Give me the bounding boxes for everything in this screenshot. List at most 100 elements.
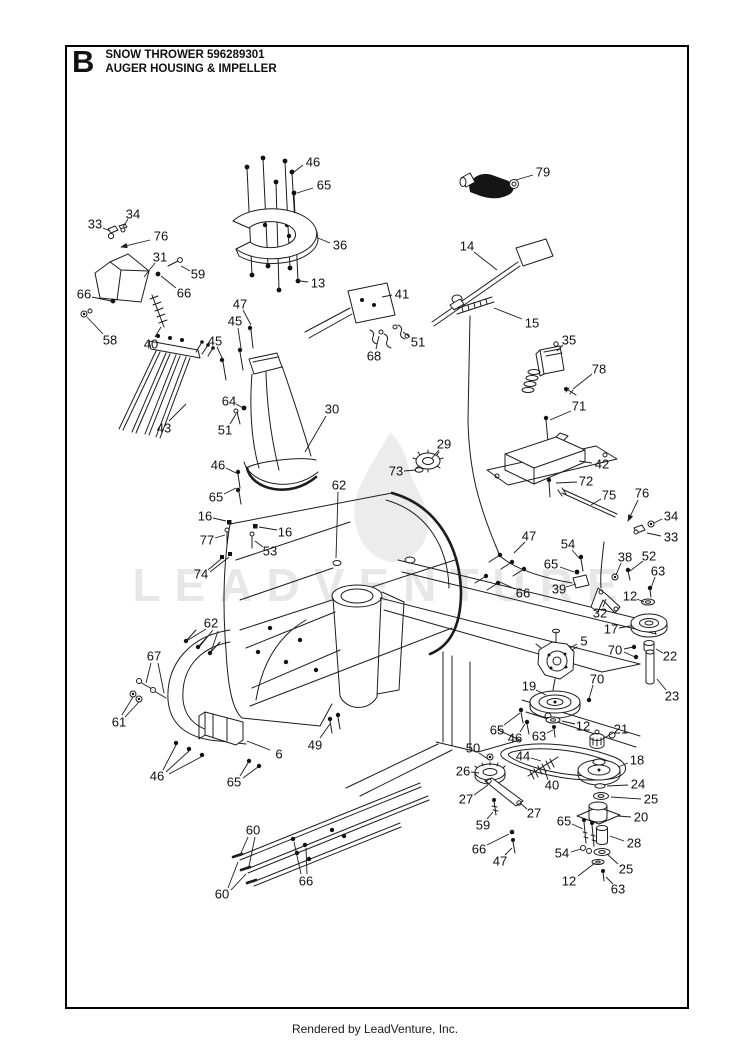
part-label-6: 6 — [275, 747, 282, 762]
header: B SNOW THROWER 596289301 AUGER HOUSING &… — [72, 44, 277, 79]
part-label-33: 33 — [664, 530, 678, 545]
part-label-12: 12 — [623, 589, 637, 604]
leader-line-36 — [317, 237, 331, 244]
leader-line-79 — [515, 174, 534, 181]
leader-line-45 — [237, 327, 242, 349]
leader-line-76 — [120, 239, 151, 249]
part-label-59: 59 — [476, 818, 490, 833]
part-label-63: 63 — [532, 729, 546, 744]
part-label-40: 40 — [144, 337, 158, 352]
leader-line-25 — [606, 853, 619, 865]
leader-line-70 — [588, 684, 594, 700]
leader-line-51 — [229, 413, 237, 425]
leader-line-24 — [606, 784, 629, 787]
part-label-51: 51 — [411, 335, 425, 350]
part-label-29: 29 — [437, 437, 451, 452]
leader-line-25 — [610, 796, 642, 800]
part-label-35: 35 — [562, 333, 576, 348]
leader-line-73 — [403, 469, 417, 472]
part-label-15: 15 — [525, 316, 539, 331]
leader-line-65 — [559, 566, 575, 573]
title-line2: AUGER HOUSING & IMPELLER — [105, 62, 277, 75]
leader-line-65 — [223, 487, 237, 495]
leader-line-34 — [653, 518, 663, 524]
part-label-54: 54 — [555, 846, 569, 861]
leader-line-20 — [617, 815, 632, 818]
part-label-34: 34 — [126, 207, 140, 222]
part-label-43: 43 — [157, 421, 171, 436]
section-letter: B — [72, 44, 95, 79]
leader-line-75 — [590, 498, 602, 506]
part-label-21: 21 — [614, 722, 628, 737]
leader-line-65 — [296, 187, 314, 194]
leader-line-16 — [212, 517, 227, 522]
leader-line-66 — [91, 296, 112, 302]
part-label-13: 13 — [311, 276, 325, 291]
leader-line-22 — [655, 648, 664, 654]
part-label-32: 32 — [593, 606, 607, 621]
part-label-31: 31 — [153, 250, 167, 265]
leader-line-64 — [235, 403, 244, 409]
leader-line-28 — [609, 835, 625, 842]
diagram-shapes — [80, 155, 668, 887]
part-label-5: 5 — [580, 634, 587, 649]
leader-line-58 — [86, 316, 104, 335]
leader-line-59 — [180, 265, 191, 272]
leader-line-34 — [122, 218, 129, 228]
part-label-39: 39 — [552, 582, 566, 597]
leader-line-51 — [402, 331, 411, 338]
leader-line-66 — [160, 275, 177, 289]
part-label-45: 45 — [228, 314, 242, 329]
leader-line-12 — [577, 862, 596, 877]
leader-line-18 — [617, 762, 629, 768]
leader-line-17 — [618, 625, 631, 629]
part-label-63: 63 — [651, 564, 665, 579]
leader-line-40 — [544, 770, 549, 781]
impeller-ring-shape — [232, 155, 319, 293]
part-label-42: 42 — [595, 457, 609, 472]
part-label-62: 62 — [332, 478, 346, 493]
scraper-bars-shape — [231, 782, 430, 887]
leader-line-47 — [242, 309, 252, 326]
part-label-65: 65 — [557, 814, 571, 829]
leader-line-41 — [381, 294, 393, 298]
part-label-51: 51 — [218, 423, 232, 438]
leader-line-26 — [470, 771, 480, 774]
leader-line-13 — [299, 280, 309, 283]
leader-line-74 — [207, 558, 222, 571]
leader-line-12 — [561, 720, 576, 725]
part-label-74: 74 — [194, 567, 208, 582]
part-label-19: 19 — [522, 679, 536, 694]
leader-line-46 — [162, 744, 177, 771]
part-label-65: 65 — [209, 490, 223, 505]
leader-line-46 — [165, 750, 190, 773]
part-label-22: 22 — [663, 649, 677, 664]
auger-housing-shape — [167, 491, 657, 797]
part-label-64: 64 — [222, 394, 236, 409]
part-label-79: 79 — [536, 165, 550, 180]
leader-line-61 — [121, 696, 134, 716]
leader-line-27 — [473, 784, 489, 796]
leader-line-65 — [239, 762, 249, 777]
leader-line-47 — [504, 847, 513, 856]
leader-line-47 — [513, 541, 526, 554]
leader-line-54 — [571, 549, 581, 560]
part-label-66: 66 — [516, 586, 530, 601]
leader-line-66 — [499, 581, 516, 590]
part-label-54: 54 — [561, 537, 575, 552]
leader-line-61 — [124, 701, 140, 718]
leader-line-63 — [546, 729, 554, 734]
leader-line-78 — [572, 373, 593, 390]
part-label-66: 66 — [472, 842, 486, 857]
leader-line-23 — [656, 678, 667, 691]
leader-line-21 — [603, 732, 614, 739]
leader-line-71 — [549, 410, 572, 421]
part-label-71: 71 — [572, 399, 586, 414]
part-label-27: 27 — [527, 806, 541, 821]
part-label-30: 30 — [325, 402, 339, 417]
leader-line-60 — [230, 873, 247, 891]
part-label-68: 68 — [367, 349, 381, 364]
part-label-46: 46 — [306, 155, 320, 170]
